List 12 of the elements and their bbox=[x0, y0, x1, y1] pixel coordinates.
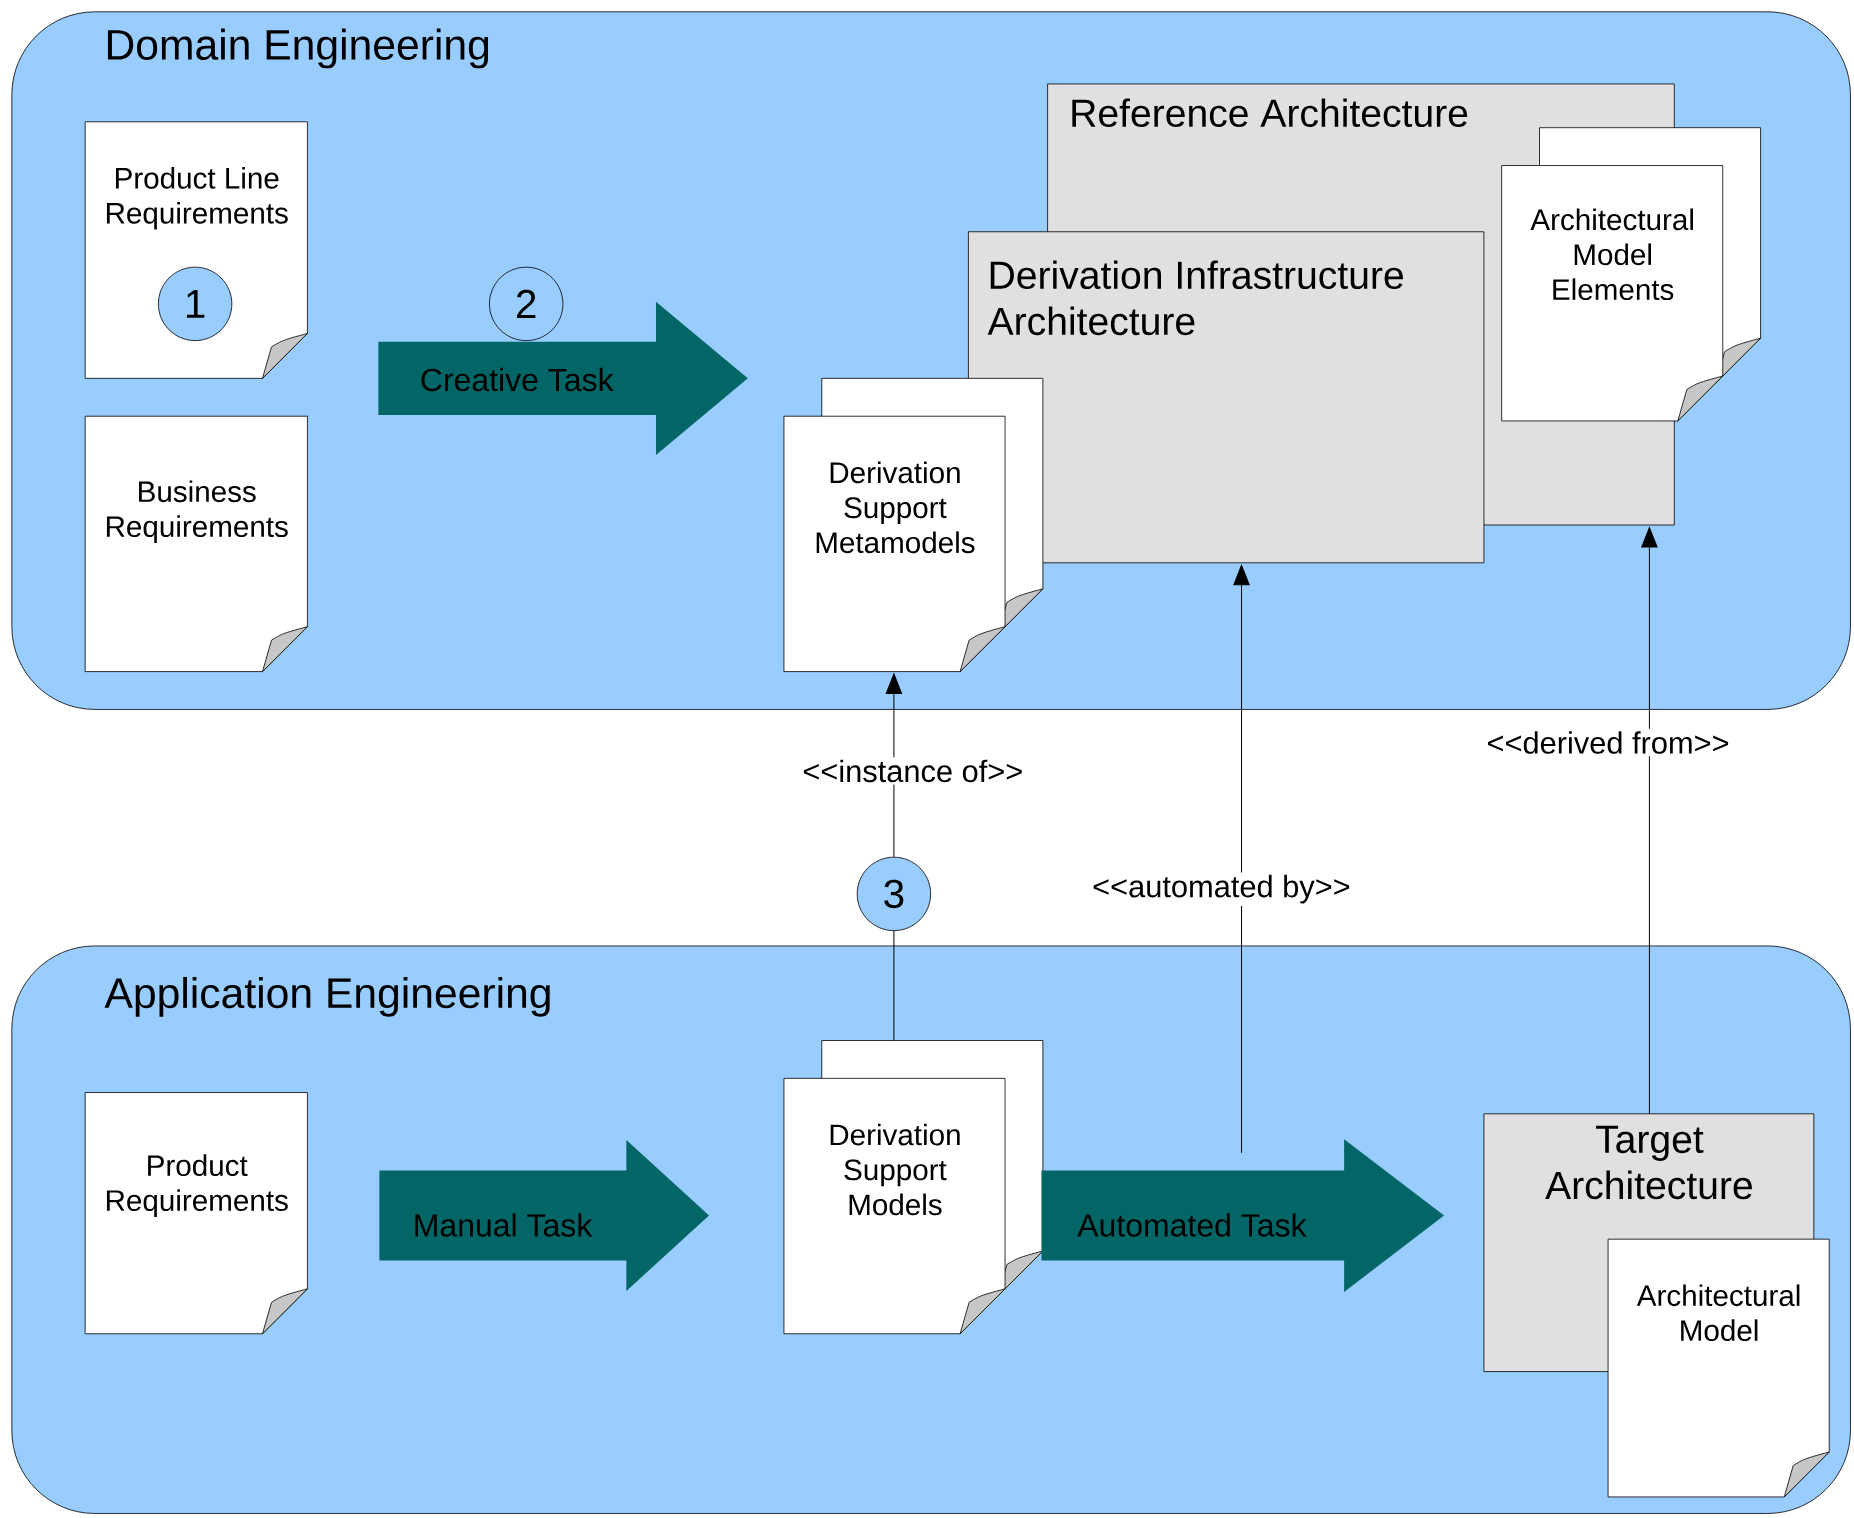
document-stack: Architectural Model Elements bbox=[1501, 127, 1761, 422]
arrow bbox=[885, 673, 903, 858]
document-stack: Derivation Support Models bbox=[783, 1040, 1044, 1335]
edge-label: <<automated by>> bbox=[1089, 872, 1354, 906]
arrow bbox=[1233, 564, 1250, 1154]
edge-label: Creative Task bbox=[421, 367, 614, 392]
edge-label: <<derived from>> bbox=[1484, 728, 1732, 757]
document-stack: Derivation Support Metamodels bbox=[783, 377, 1044, 672]
edge-label: <<instance of>> bbox=[800, 757, 1026, 785]
edge-label: Manual Task bbox=[415, 1213, 593, 1237]
arrow bbox=[1641, 527, 1658, 1115]
edge-label: Automated Task bbox=[1077, 1213, 1307, 1237]
